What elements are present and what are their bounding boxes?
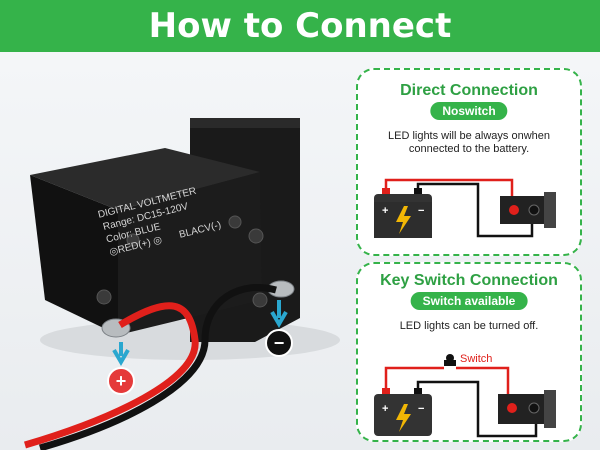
svg-text:−: − (418, 403, 424, 415)
black-wire (39, 283, 277, 450)
meter-body (30, 175, 118, 335)
negative-marker-icon (265, 329, 293, 357)
keyswitch-description: LED lights can be turned off. (399, 320, 539, 332)
page-title: How to Connect (148, 6, 452, 46)
negative-marker-label: − (274, 333, 285, 353)
meter-icon (500, 196, 548, 224)
lightning-icon (396, 404, 411, 432)
svg-text:−: − (418, 205, 424, 217)
direct-badge: Noswitch (430, 102, 508, 120)
svg-text:+: + (382, 205, 388, 217)
lightning-icon (396, 206, 411, 234)
direct-connection-card: Direct Connection Noswitch LED lights wi… (356, 68, 582, 256)
keyswitch-diagram: Switch + − (374, 353, 556, 438)
direct-title: Direct Connection (400, 82, 538, 99)
direct-description: LED lights will be always onwhen connect… (387, 130, 551, 155)
keyswitch-badge: Switch available (410, 292, 528, 310)
red-wire (24, 302, 199, 449)
svg-text:+: + (382, 403, 388, 415)
meter-icon (498, 394, 548, 424)
switch-label: Switch (460, 353, 492, 365)
direct-diagram: + − (374, 178, 556, 238)
key-switch-card: Key Switch Connection Switch available L… (356, 262, 582, 442)
positive-marker-label: + (116, 371, 127, 391)
positive-marker-icon (107, 367, 135, 395)
meter-top-face (30, 148, 260, 210)
voltmeter-illustration: DIGITAL VOLTMETER Range: DC15-120V Color… (24, 118, 340, 450)
header-banner: How to Connect (0, 0, 600, 52)
keyswitch-title: Key Switch Connection (380, 272, 558, 289)
